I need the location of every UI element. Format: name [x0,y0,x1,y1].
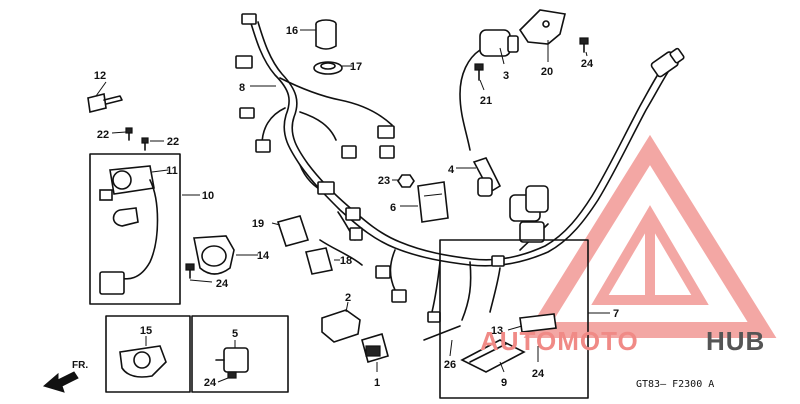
part-3-ignition-coil [459,29,519,151]
callout-8: 8 [239,82,245,94]
callout-5: 5 [232,328,238,340]
watermark-logo [523,134,777,338]
part-2-cover [321,309,361,343]
callout-20: 20 [541,66,553,78]
callout-14: 14 [257,250,270,262]
part-20-bracket [518,9,566,45]
main-wire-harness [235,13,685,323]
callout-23: 23 [378,175,390,187]
callout-19: 19 [252,218,264,230]
callout-2: 2 [345,292,351,304]
callout-11: 11 [166,165,178,177]
relay-cluster [509,185,549,243]
part-1-connector [361,332,389,364]
callout-16: 16 [286,25,298,37]
callout-9: 9 [501,377,507,389]
direction-label: FR. [72,360,88,371]
callout-24: 24 [581,58,594,70]
callout-22: 22 [97,129,109,141]
part-23-nut [397,174,415,188]
watermark-left: AUTOMOTO [480,326,639,356]
callout-13: 13 [491,325,503,337]
callout-24: 24 [216,278,229,290]
part-12-key [87,93,123,113]
part-24-bolt-mid [185,263,195,279]
callout-22: 22 [167,136,179,148]
part-22-screws [125,127,149,151]
callout-15: 15 [140,325,152,337]
part-5-relay [215,347,249,379]
leader-lines [95,29,610,383]
part-4-plug-cap [472,157,502,197]
part-16-cap [315,19,337,50]
part-15-horn [119,345,167,378]
diagram-code: GT83— F2300 A [636,379,714,390]
callout-17: 17 [350,61,362,73]
callout-24: 24 [532,368,545,380]
callout-18: 18 [340,255,352,267]
callout-21: 21 [480,95,492,107]
callout-12: 12 [94,70,106,82]
callout-6: 6 [390,202,396,214]
watermark-right: HUB [706,326,765,356]
callout-7: 7 [613,308,619,320]
part-18-relay [305,247,333,275]
front-direction-arrow: FR. [42,360,88,393]
callout-4: 4 [448,164,455,176]
part-24-bolt [579,37,589,53]
group-boxes [105,239,589,399]
callout-24: 24 [204,377,217,389]
part-14-horn [193,235,235,275]
callout-1: 1 [374,377,380,389]
part-10-switch-group [89,153,181,305]
callout-labels: 1234567891011121314151617181920212222232… [94,25,619,389]
part-6-regulator [417,181,449,223]
callout-10: 10 [202,190,214,202]
part-19-relay [276,215,310,247]
part-9-fuse-box [423,313,557,373]
callout-26: 26 [444,359,456,371]
part-17-holder [313,61,343,75]
watermark-text: AUTOMOTO HUB [480,326,765,356]
callout-3: 3 [503,70,509,82]
part-21-screw [474,63,484,81]
